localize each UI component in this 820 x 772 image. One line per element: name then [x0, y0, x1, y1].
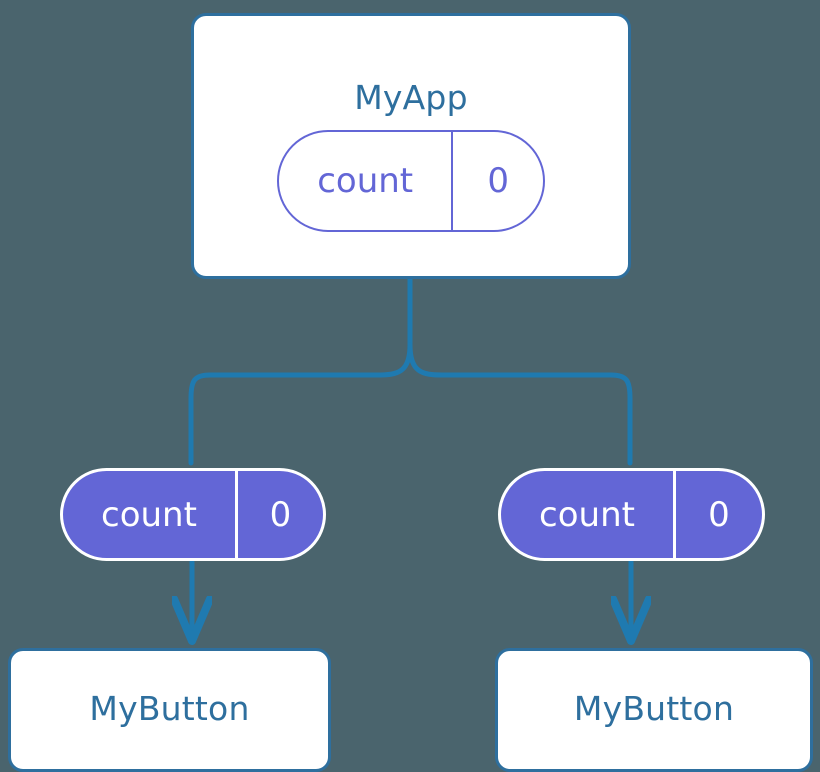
branch-right	[407, 342, 633, 466]
props-key-label: count	[101, 494, 197, 535]
props-pill-left[interactable]: count 0	[60, 468, 326, 561]
component-card-mybutton-left[interactable]: MyButton	[8, 648, 331, 772]
props-pill-right[interactable]: count 0	[498, 468, 765, 561]
props-value-label: 0	[673, 471, 762, 558]
props-value-label: 0	[234, 471, 323, 558]
props-key-label: count	[539, 494, 635, 535]
component-card-mybutton-right[interactable]: MyButton	[495, 648, 813, 772]
component-label-mybutton: MyButton	[573, 689, 735, 728]
state-pill-myapp[interactable]: count 0	[277, 130, 545, 232]
state-value-label: 0	[451, 132, 543, 230]
component-label-mybutton: MyButton	[89, 689, 250, 728]
component-label-myapp: MyApp	[354, 78, 468, 117]
state-key-label: count	[317, 161, 414, 201]
branch-left	[188, 342, 413, 466]
